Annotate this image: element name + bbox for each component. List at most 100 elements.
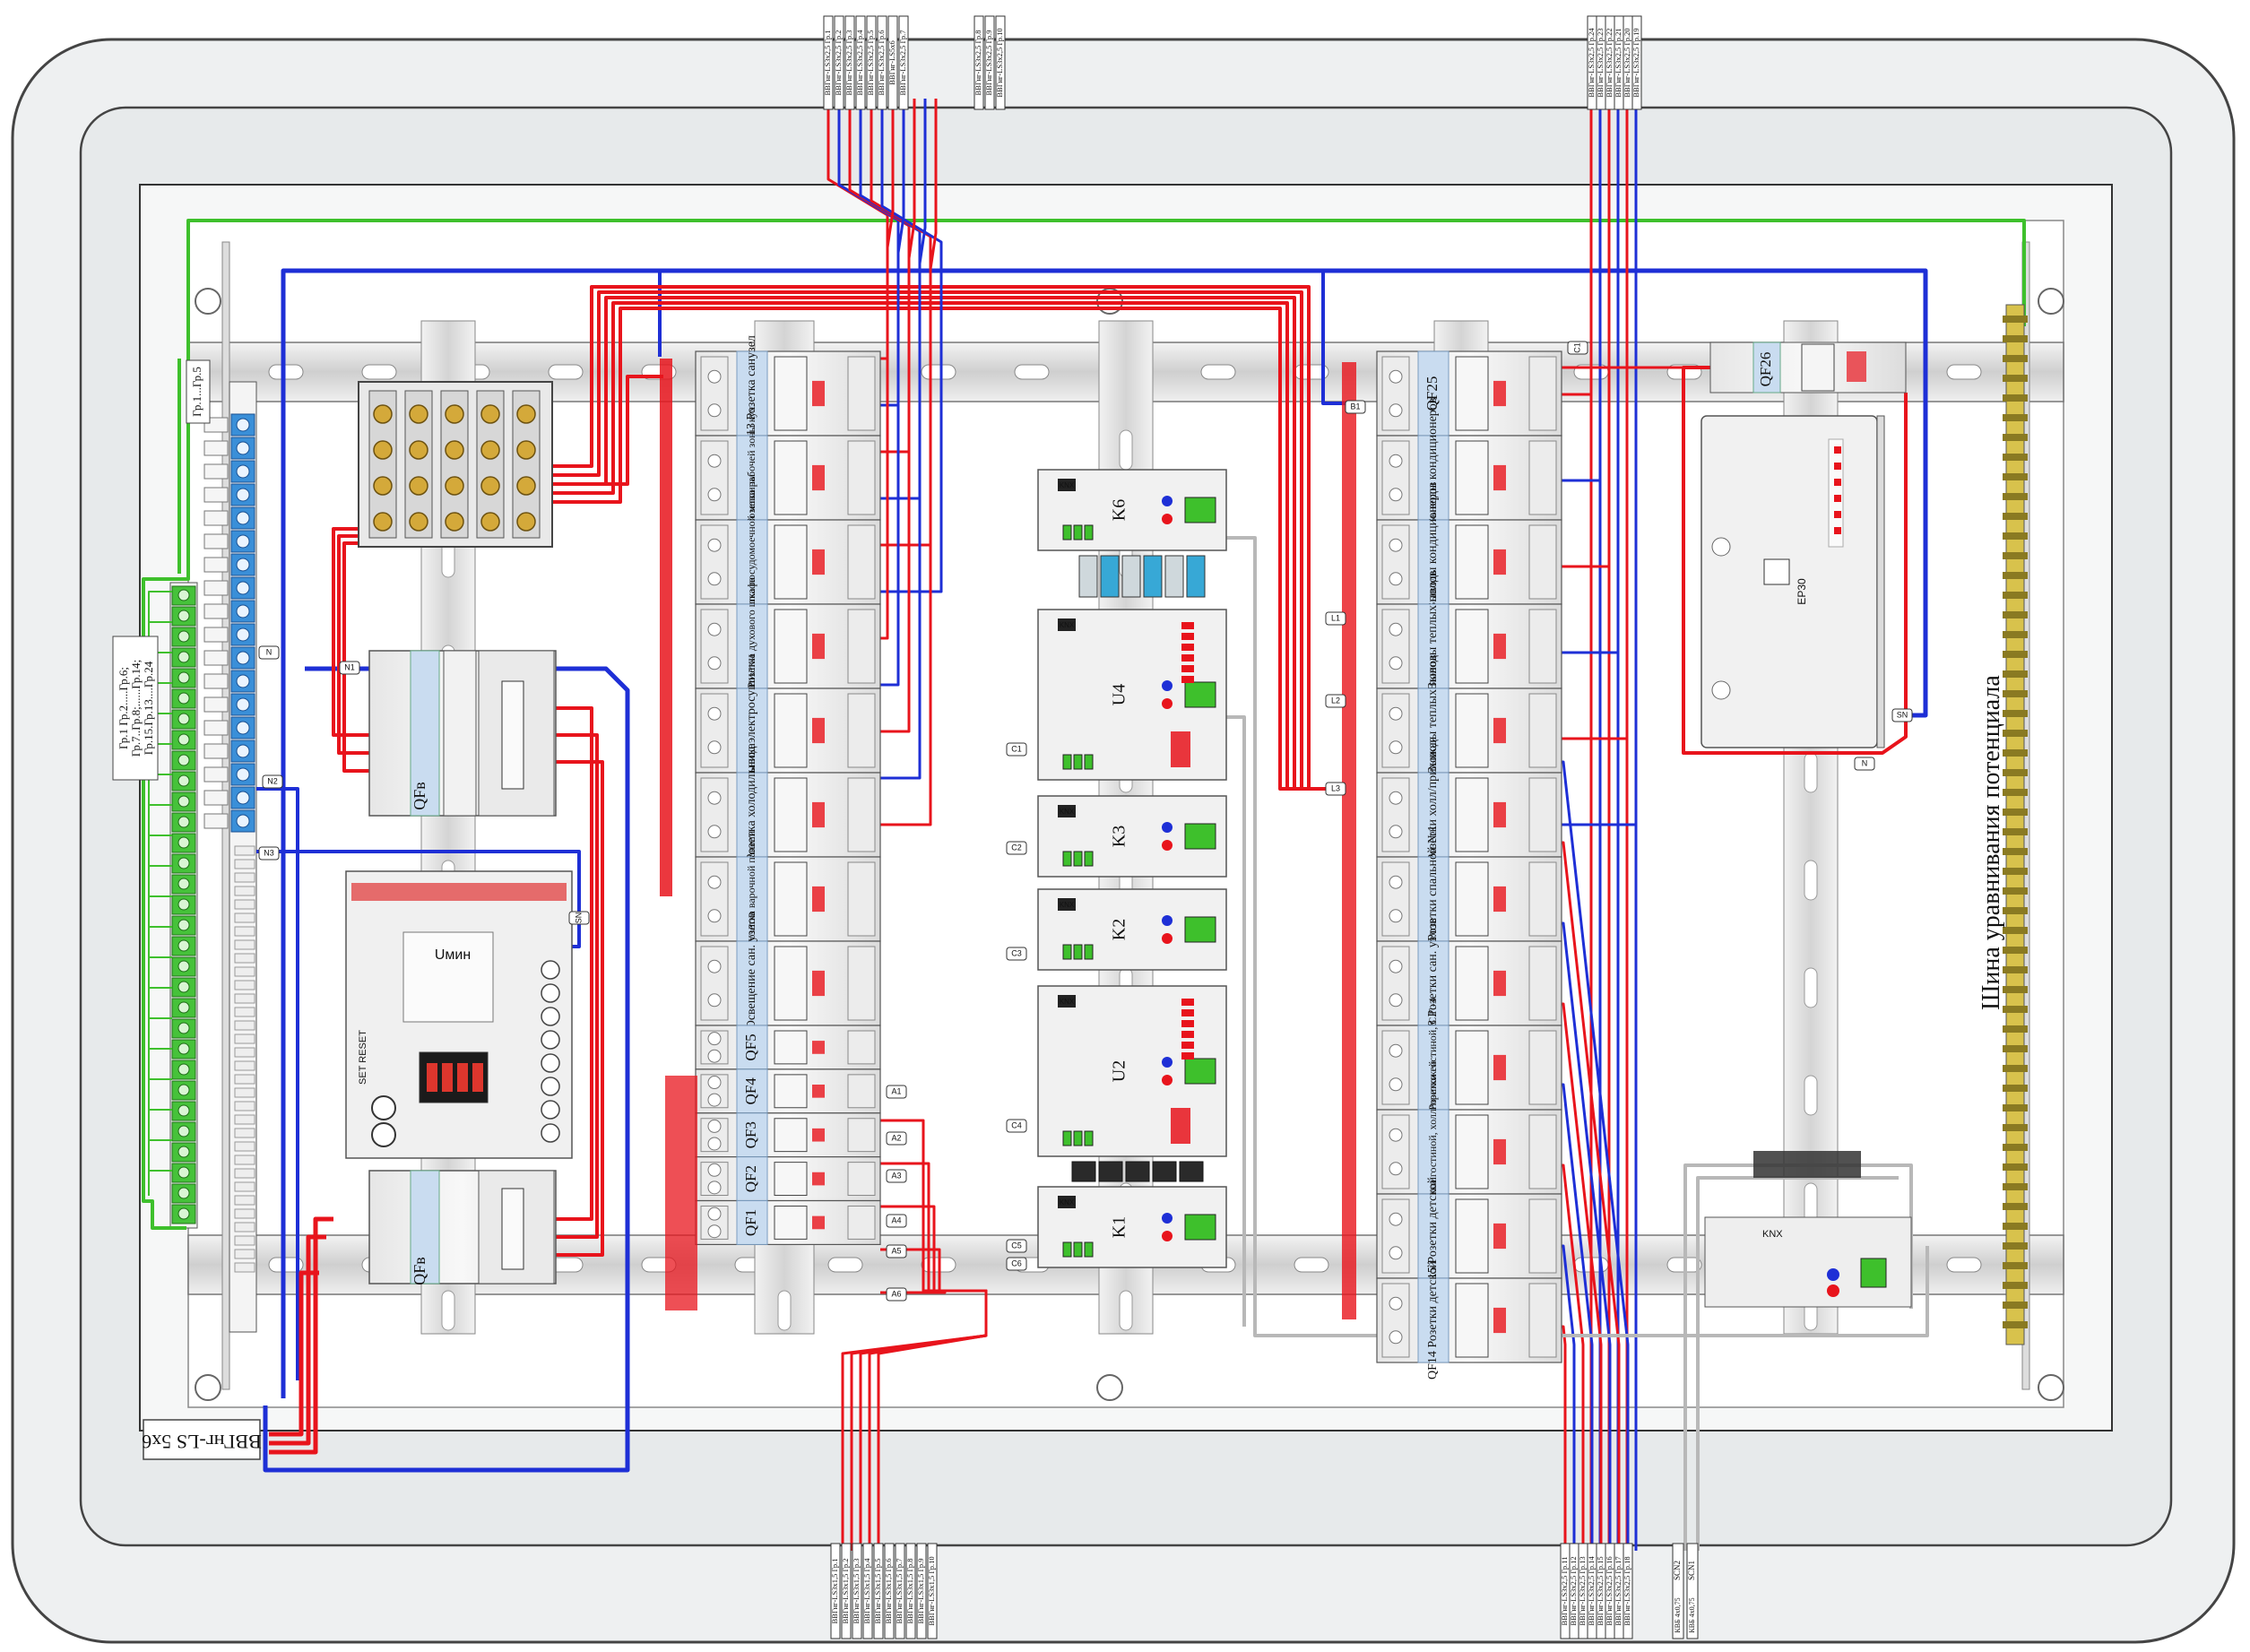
breaker-qf20: QF20 Розетки холл/прихожая [1376, 736, 1562, 893]
pe-note: Гр.1...Гр.5 [190, 367, 203, 417]
wire-node-text: L2 [1331, 696, 1340, 705]
phase-out [877, 1289, 988, 1551]
phase-wire [552, 375, 663, 486]
controller-brand: KNX [1060, 621, 1075, 629]
breaker-qf22: QF22 Выводы теплых полов [1376, 570, 1562, 722]
cable-tag-text: ВВГнг-LS3х2,5 Гр.9 [984, 30, 993, 96]
breaker-handle[interactable] [1455, 1030, 1489, 1105]
controller-label: K2 [1110, 919, 1129, 940]
breaker-handle[interactable] [774, 609, 808, 684]
phase-input [269, 1270, 319, 1437]
breaker-qf14: QF14 Розетки детской [1376, 1261, 1562, 1380]
breaker-label-plate [1417, 856, 1450, 942]
wire-node-text: N2 [267, 776, 278, 785]
signal-bus [1226, 536, 1929, 1337]
breaker-handle[interactable] [1455, 1114, 1489, 1189]
cable-tag: ВВГнг-LS3х1,5 Гр.2 [841, 1543, 852, 1639]
breaker-label: QF10 Розетка духового шкафа [745, 576, 757, 715]
bus-terminal [1100, 555, 1120, 598]
breaker-handle[interactable] [774, 1206, 808, 1240]
wire-node-tag: N3 [258, 846, 280, 861]
breaker-label: QF12 Розетка рабочей зоны кух. [745, 404, 757, 552]
breaker-handle[interactable] [1455, 356, 1489, 431]
breaker-qf24: QF24 Выводы кондиционеров [1376, 397, 1562, 558]
wire-node-text: A6 [891, 1289, 901, 1298]
controller-label: K6 [1110, 499, 1129, 521]
n-ferrule [203, 603, 229, 619]
cable-tag-text: ВВГнг-LS3х1,5 Гр.6 [884, 1559, 893, 1624]
knx-connector [1184, 497, 1216, 523]
breaker-handle[interactable] [1455, 693, 1489, 768]
screw-terminal [480, 512, 500, 532]
wire-node-tag: C4 [1006, 1119, 1027, 1133]
breaker-handle[interactable] [1455, 524, 1489, 600]
knx-connector [1184, 681, 1216, 708]
wire-node-tag: A4 [886, 1214, 907, 1228]
mounting-hole [195, 1374, 221, 1401]
signal-cable-code: SCN2 [1673, 1561, 1682, 1580]
breaker-handle[interactable] [774, 524, 808, 600]
breaker-handle[interactable] [774, 356, 808, 431]
breaker-handle[interactable] [1455, 861, 1489, 937]
breaker-handle[interactable] [774, 1030, 808, 1065]
rail-slot [548, 364, 584, 380]
pe-note-tag: Гр.1...Гр.5 [186, 359, 211, 424]
wire-node-tag: N1 [339, 661, 360, 675]
input-cable-tag: ВВГнг-LS 5х6 [142, 1419, 262, 1460]
mounting-hole [2038, 288, 2064, 315]
cable-tag-text: ВВГнг-LS3х2,5 Гр.6 [877, 30, 886, 96]
cable-tag-text: ВВГнг-LS3х2,5 Гр.24 [1587, 28, 1596, 98]
breaker-label-plate [736, 1200, 768, 1245]
wire-node-text: C1 [1011, 744, 1022, 753]
breaker-handle[interactable] [1455, 1198, 1489, 1274]
n-ferrule [203, 557, 229, 573]
rail-slot [827, 1257, 863, 1273]
breaker-handle[interactable] [774, 777, 808, 852]
breaker-handle[interactable] [774, 1162, 808, 1197]
breaker-label: QF1 [742, 1209, 759, 1236]
breaker-handle[interactable] [1455, 777, 1489, 852]
breaker-qf9: QF9 Вывод электросушилки [695, 654, 881, 807]
wire-node-tag: C1 [1006, 742, 1027, 757]
breaker-handle[interactable] [1455, 946, 1489, 1021]
breaker-handle[interactable] [774, 440, 808, 515]
breaker-handle[interactable] [774, 1074, 808, 1109]
breaker-label-plate [736, 435, 768, 521]
breaker-handle[interactable] [1455, 440, 1489, 515]
cable-tag-text: ВВГнг-LS3х2,5 Гр.21 [1614, 28, 1623, 97]
distribution-block-columns [368, 390, 541, 539]
breaker-handle[interactable] [1455, 609, 1489, 684]
breaker-qf7: QF7 Розетка варочной панели [695, 830, 881, 967]
cable-tag: ВВГнг-LS3х2,5 Гр.1 [823, 15, 834, 110]
breaker-handle[interactable] [774, 946, 808, 1021]
cable-tag-text: ВВГнг-LS3х2,5 Гр.14 [1587, 1556, 1596, 1626]
breaker-handle[interactable] [774, 693, 808, 768]
vrail-slot [1804, 860, 1818, 901]
signal-cable-type: КВБ 4х0,75 [1688, 1597, 1696, 1632]
cable-tag-text: ВВГнг-LS3х1,5 Гр.4 [862, 1558, 871, 1624]
node-tags: NN1N2N3SNA1A2A3A4A5A6C1C2C3C4C5C6L1L2L3B… [258, 341, 1913, 1302]
breaker-handle[interactable] [774, 861, 808, 937]
breaker-handle[interactable] [774, 1118, 808, 1153]
breaker-qf2: QF2 [695, 1156, 881, 1202]
n-ferrule [203, 580, 229, 596]
wire-node-text: C5 [1011, 1241, 1022, 1250]
breaker-label: QF8 Розетка холодильника [745, 742, 758, 886]
controller-brand: KNX [1060, 1198, 1075, 1207]
screw-terminal [373, 512, 393, 532]
bus-terminal [1121, 555, 1141, 598]
right-modules: QF26 EP30 KNX Шина уравнивания потенциал [1700, 304, 2028, 1345]
wire-node-text: L1 [1331, 613, 1340, 622]
pe-bar: Шина уравнивания потенциала [1977, 304, 2028, 1345]
breaker-label-plate [1417, 1277, 1450, 1363]
cable-tag: ВВГнг-LS3х1,5 Гр.9 [916, 1543, 927, 1639]
mounting-hole [1096, 1374, 1123, 1401]
cable-tag: ВВГнг-LS3х1,5 Гр.6 [884, 1543, 895, 1639]
breaker-qf15: QF15 Розетки детской [1376, 1177, 1562, 1295]
n-ferrule [203, 743, 229, 759]
phase-wire [342, 541, 369, 773]
breaker-handle[interactable] [1455, 1283, 1489, 1358]
signal-cable-code: SCN1 [1687, 1561, 1696, 1580]
